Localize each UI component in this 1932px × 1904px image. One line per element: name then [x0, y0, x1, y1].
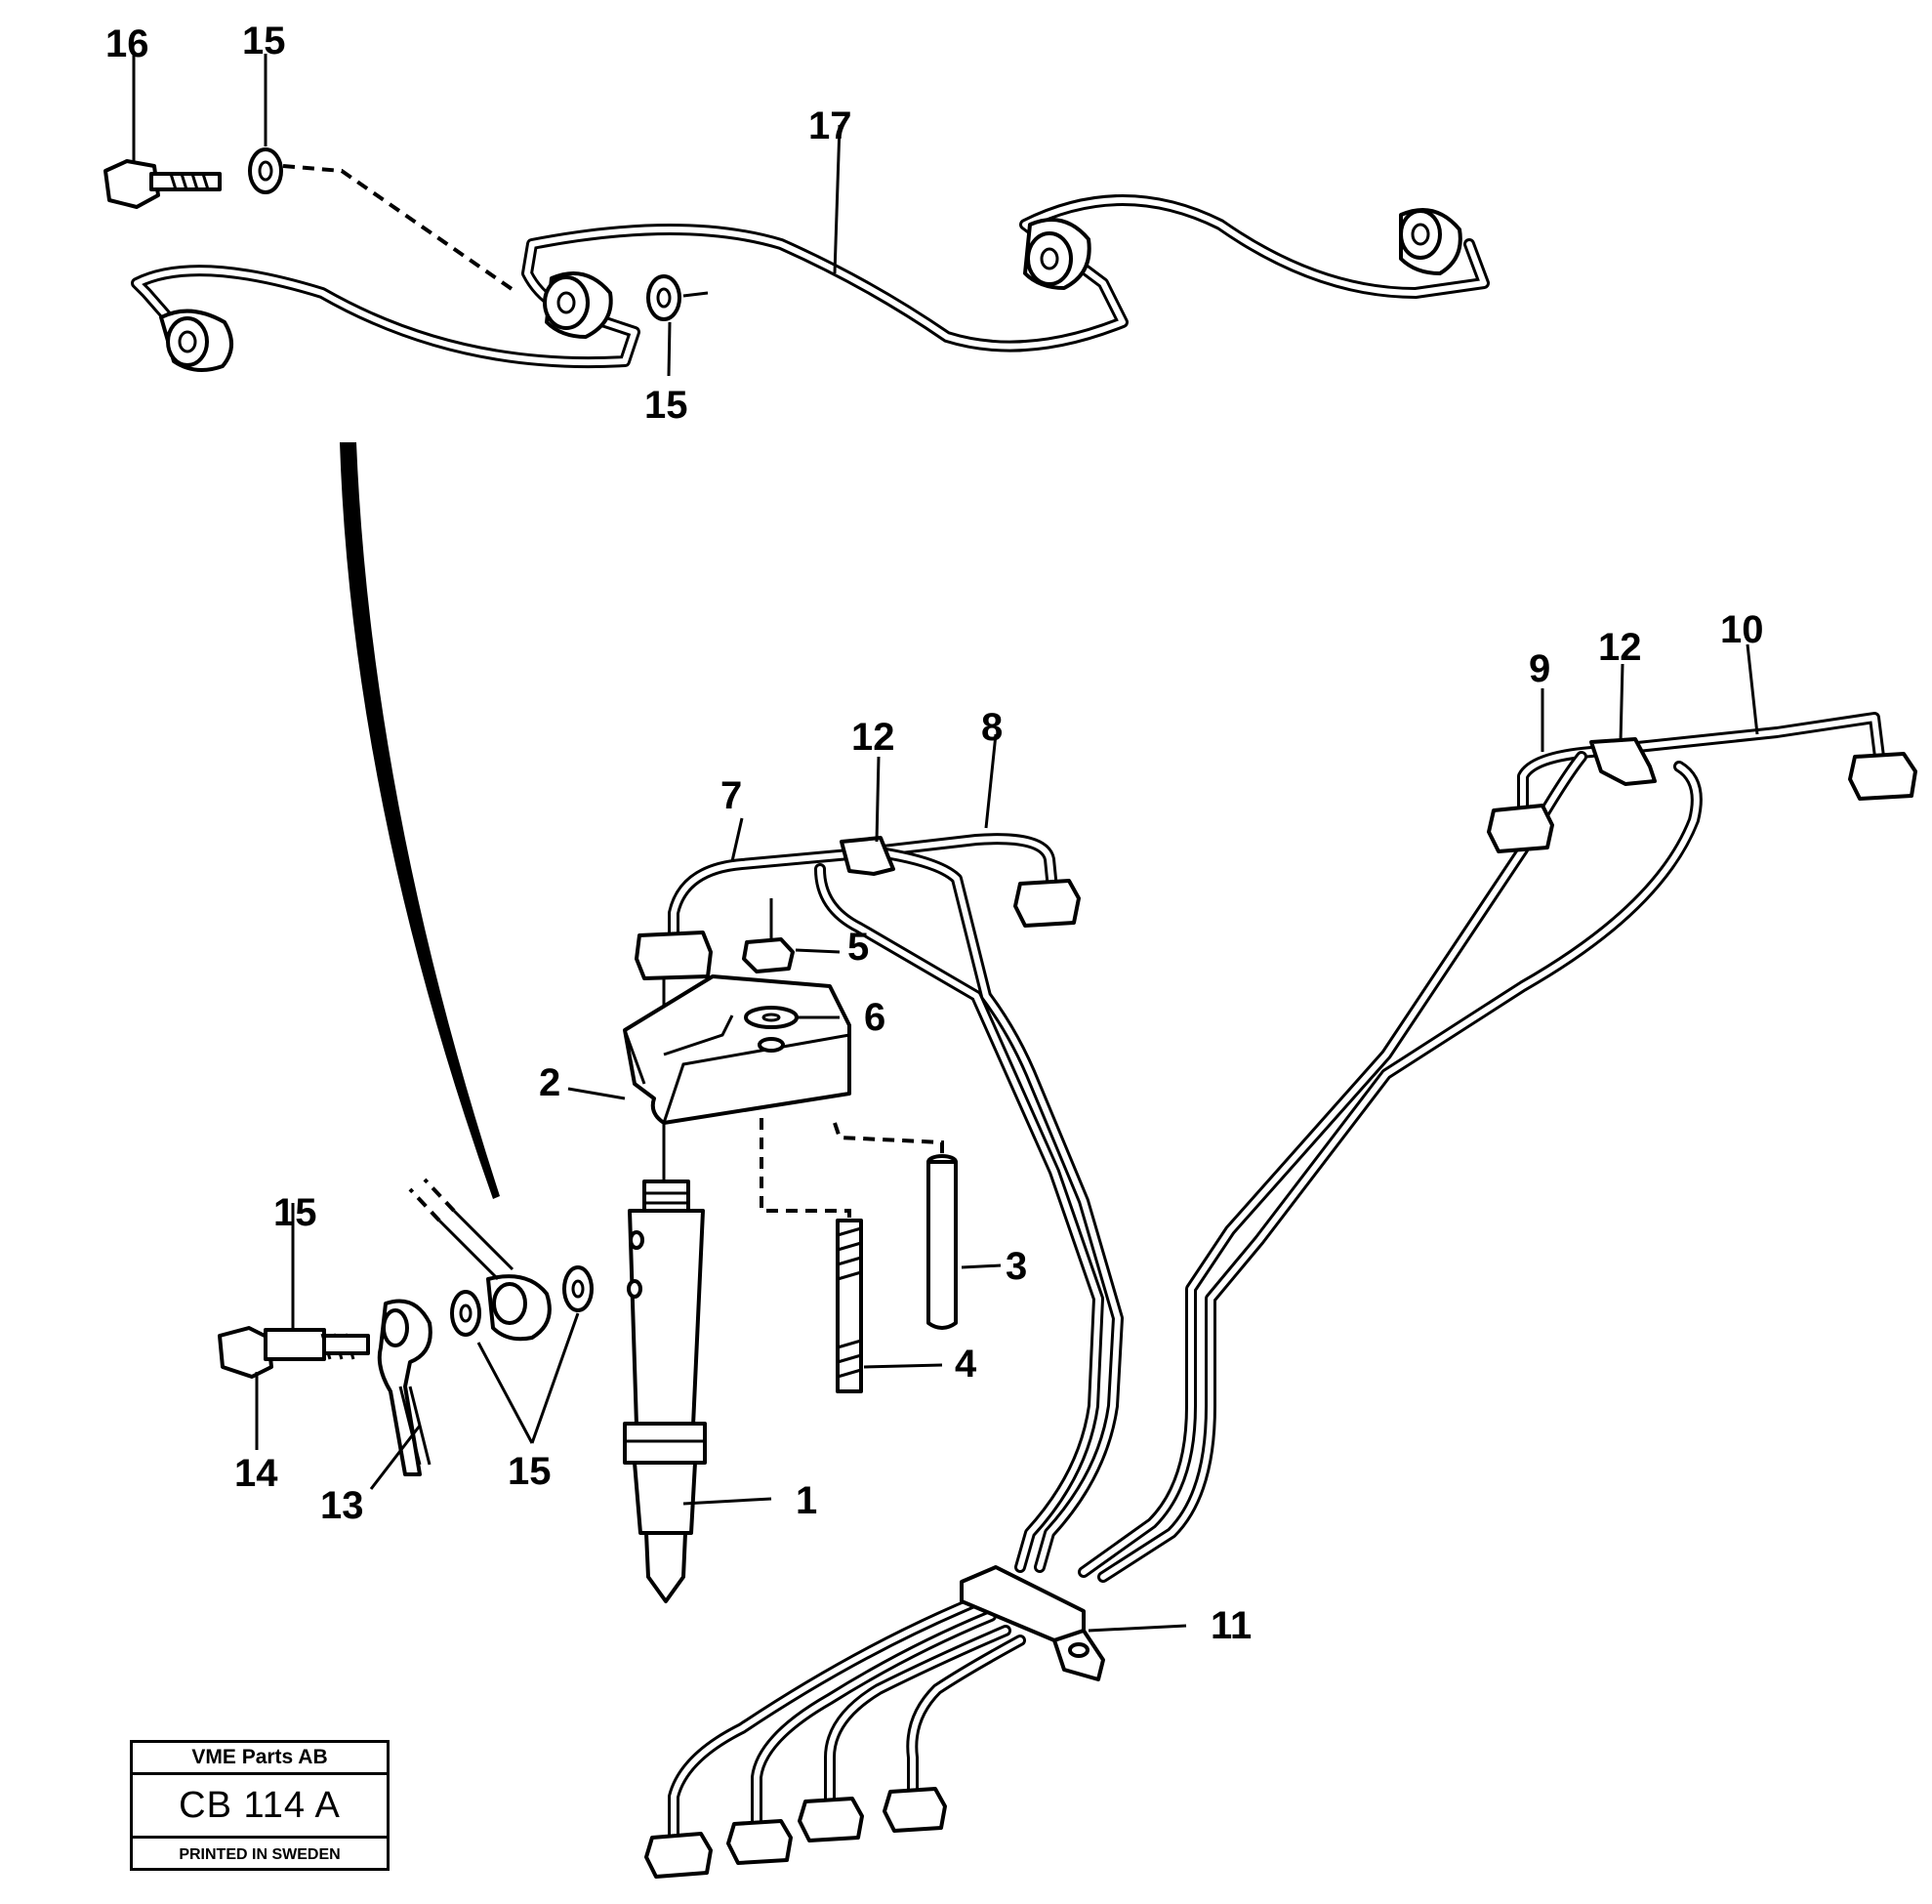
drawing-code: CB 114 A	[133, 1775, 387, 1839]
dowel-pin-3	[926, 1154, 958, 1330]
banjo-bolt-14	[218, 1326, 370, 1379]
nut-5	[742, 898, 795, 973]
callout-labels: 16 15 17 15 10 12 9 8 12 7 5 6 2 3 15 4 …	[105, 20, 1764, 1647]
pipe-clamp-12-right	[1589, 737, 1657, 786]
callout-15: 15	[242, 20, 286, 62]
banjo-fitting-end	[1399, 208, 1462, 275]
washer-6	[744, 1006, 799, 1029]
pipe-clamp-12-left	[840, 836, 895, 876]
callout-15: 15	[273, 1191, 317, 1234]
stud-4	[836, 1219, 863, 1393]
washer-15-a	[450, 1290, 481, 1337]
title-block: VME Parts AB CB 114 A PRINTED IN SWEDEN	[130, 1740, 390, 1871]
banjo-fitting-3	[1023, 218, 1091, 290]
company-name: VME Parts AB	[133, 1743, 387, 1775]
banjo-fitting-injector	[408, 1178, 552, 1342]
pipe-bracket-11	[960, 1565, 1105, 1681]
banjo-bolt-16	[103, 159, 222, 209]
callout-9: 9	[1529, 647, 1550, 690]
callout-7: 7	[720, 774, 742, 817]
leak-off-pipe-assembly	[103, 54, 1490, 377]
washer-15-mid	[646, 274, 681, 321]
callout-16: 16	[105, 22, 149, 65]
callout-13: 13	[320, 1484, 364, 1527]
callout-5: 5	[847, 926, 869, 969]
printed-note: PRINTED IN SWEDEN	[179, 1846, 341, 1863]
callout-3: 3	[1006, 1245, 1027, 1288]
injection-pipes	[668, 712, 1885, 1842]
callout-14: 14	[234, 1452, 278, 1495]
callout-12: 12	[851, 716, 895, 759]
banjo-fitting-left	[159, 309, 233, 372]
washer-15-b	[562, 1265, 594, 1312]
banjo-fitting-13	[377, 1299, 432, 1476]
callout-2: 2	[539, 1061, 560, 1104]
callout-12: 12	[1598, 626, 1642, 669]
fuel-injector-1	[623, 976, 707, 1603]
banjo-fitting-2	[543, 271, 613, 339]
callout-4: 4	[955, 1343, 977, 1386]
callout-15: 15	[644, 384, 688, 427]
callout-10: 10	[1720, 608, 1764, 651]
callout-17: 17	[808, 104, 852, 147]
washer-15-top	[248, 147, 283, 194]
callout-8: 8	[981, 706, 1003, 749]
callout-1: 1	[796, 1479, 817, 1522]
union-nut	[635, 752, 1917, 1879]
injector-clamp-2	[623, 974, 851, 1125]
callout-6: 6	[864, 996, 885, 1039]
callout-15: 15	[508, 1450, 552, 1493]
callout-11: 11	[1211, 1604, 1252, 1647]
leader-line-thick	[340, 442, 500, 1199]
